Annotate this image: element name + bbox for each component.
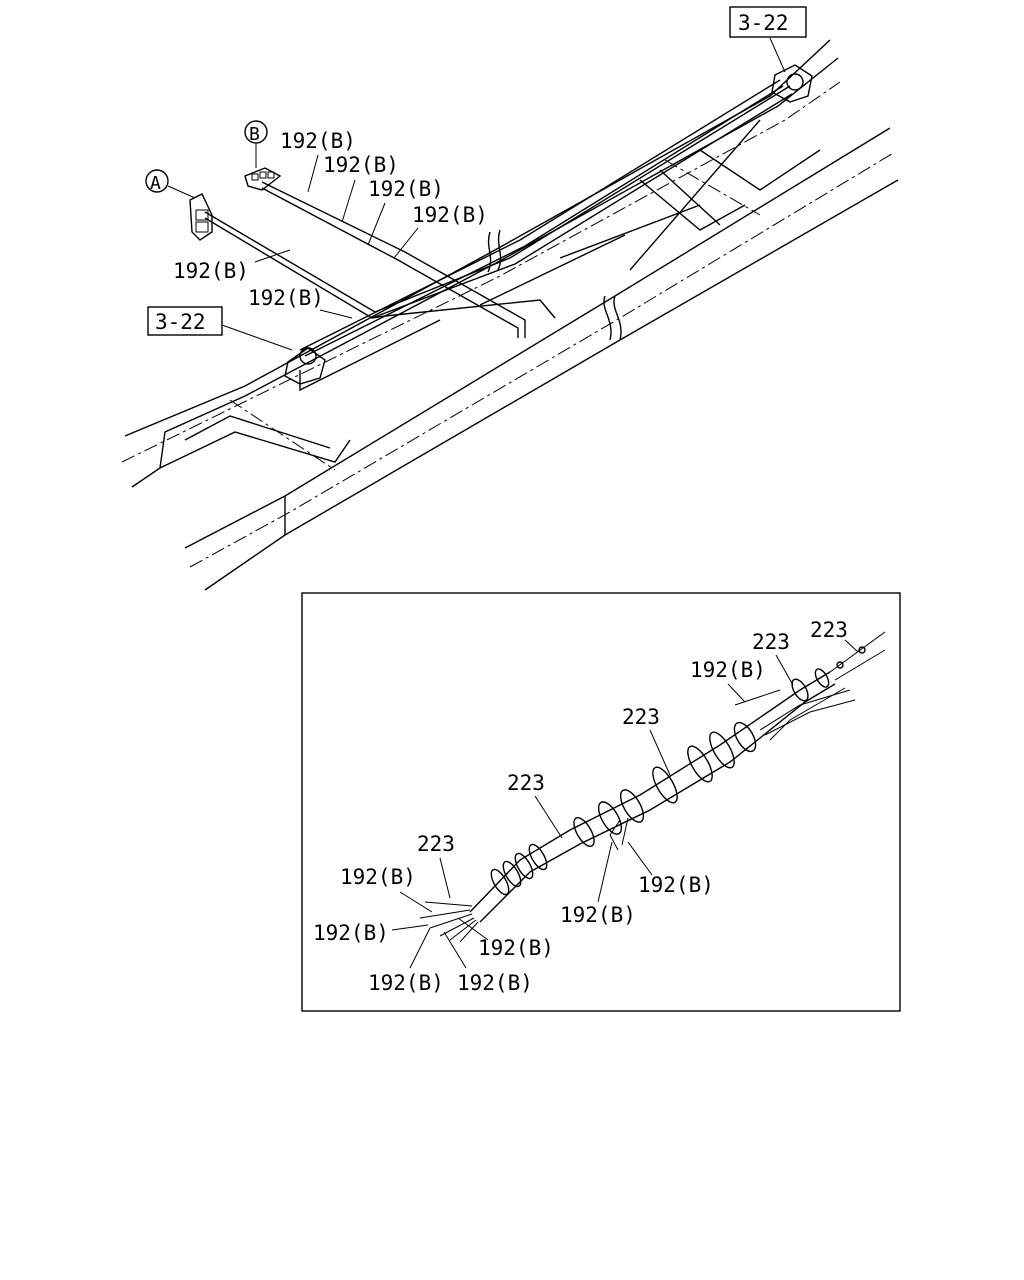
clamp-bracket-right	[769, 37, 813, 103]
part-label: 192(B)	[313, 921, 389, 945]
ref-label-left: 3-22	[155, 310, 206, 334]
callout-a: A	[145, 169, 169, 194]
inset-frame	[301, 592, 901, 1012]
wire-harness-routing	[204, 79, 793, 357]
connector-b	[244, 144, 282, 191]
part-label: 223	[622, 705, 660, 729]
part-label: 192(B)	[323, 153, 399, 177]
chassis-frame	[121, 39, 899, 591]
ref-box-left: 3-22	[147, 306, 223, 336]
part-label: 192(B)	[280, 129, 356, 153]
part-label: 223	[417, 832, 455, 856]
clamp-bracket-left	[221, 324, 326, 385]
part-label: 192(B)	[173, 259, 249, 283]
upper-part-labels: 192(B) 192(B) 192(B) 192(B) 192(B) 192(B…	[173, 129, 488, 319]
part-label: 192(B)	[412, 203, 488, 227]
part-label: 192(B)	[478, 936, 554, 960]
part-label: 192(B)	[560, 903, 636, 927]
part-label: 192(B)	[340, 865, 416, 889]
callout-a-label: A	[150, 173, 161, 194]
part-label: 192(B)	[638, 873, 714, 897]
part-label: 192(B)	[457, 971, 533, 995]
part-label: 223	[507, 771, 545, 795]
part-label: 192(B)	[248, 286, 324, 310]
ref-label-top: 3-22	[738, 11, 789, 35]
part-label: 192(B)	[690, 658, 766, 682]
callout-b: B	[244, 120, 268, 145]
ref-box-top: 3-22	[729, 6, 807, 38]
part-label: 192(B)	[368, 177, 444, 201]
inset-192-labels: 192(B) 192(B) 192(B) 192(B) 192(B) 192(B…	[313, 658, 766, 995]
part-label: 223	[752, 630, 790, 654]
part-label: 223	[810, 618, 848, 642]
inset-223-labels: 223 223 223 223 223	[417, 618, 859, 899]
connector-a	[167, 185, 213, 241]
inset-harness	[419, 631, 886, 943]
part-label: 192(B)	[368, 971, 444, 995]
callout-b-label: B	[249, 124, 260, 145]
